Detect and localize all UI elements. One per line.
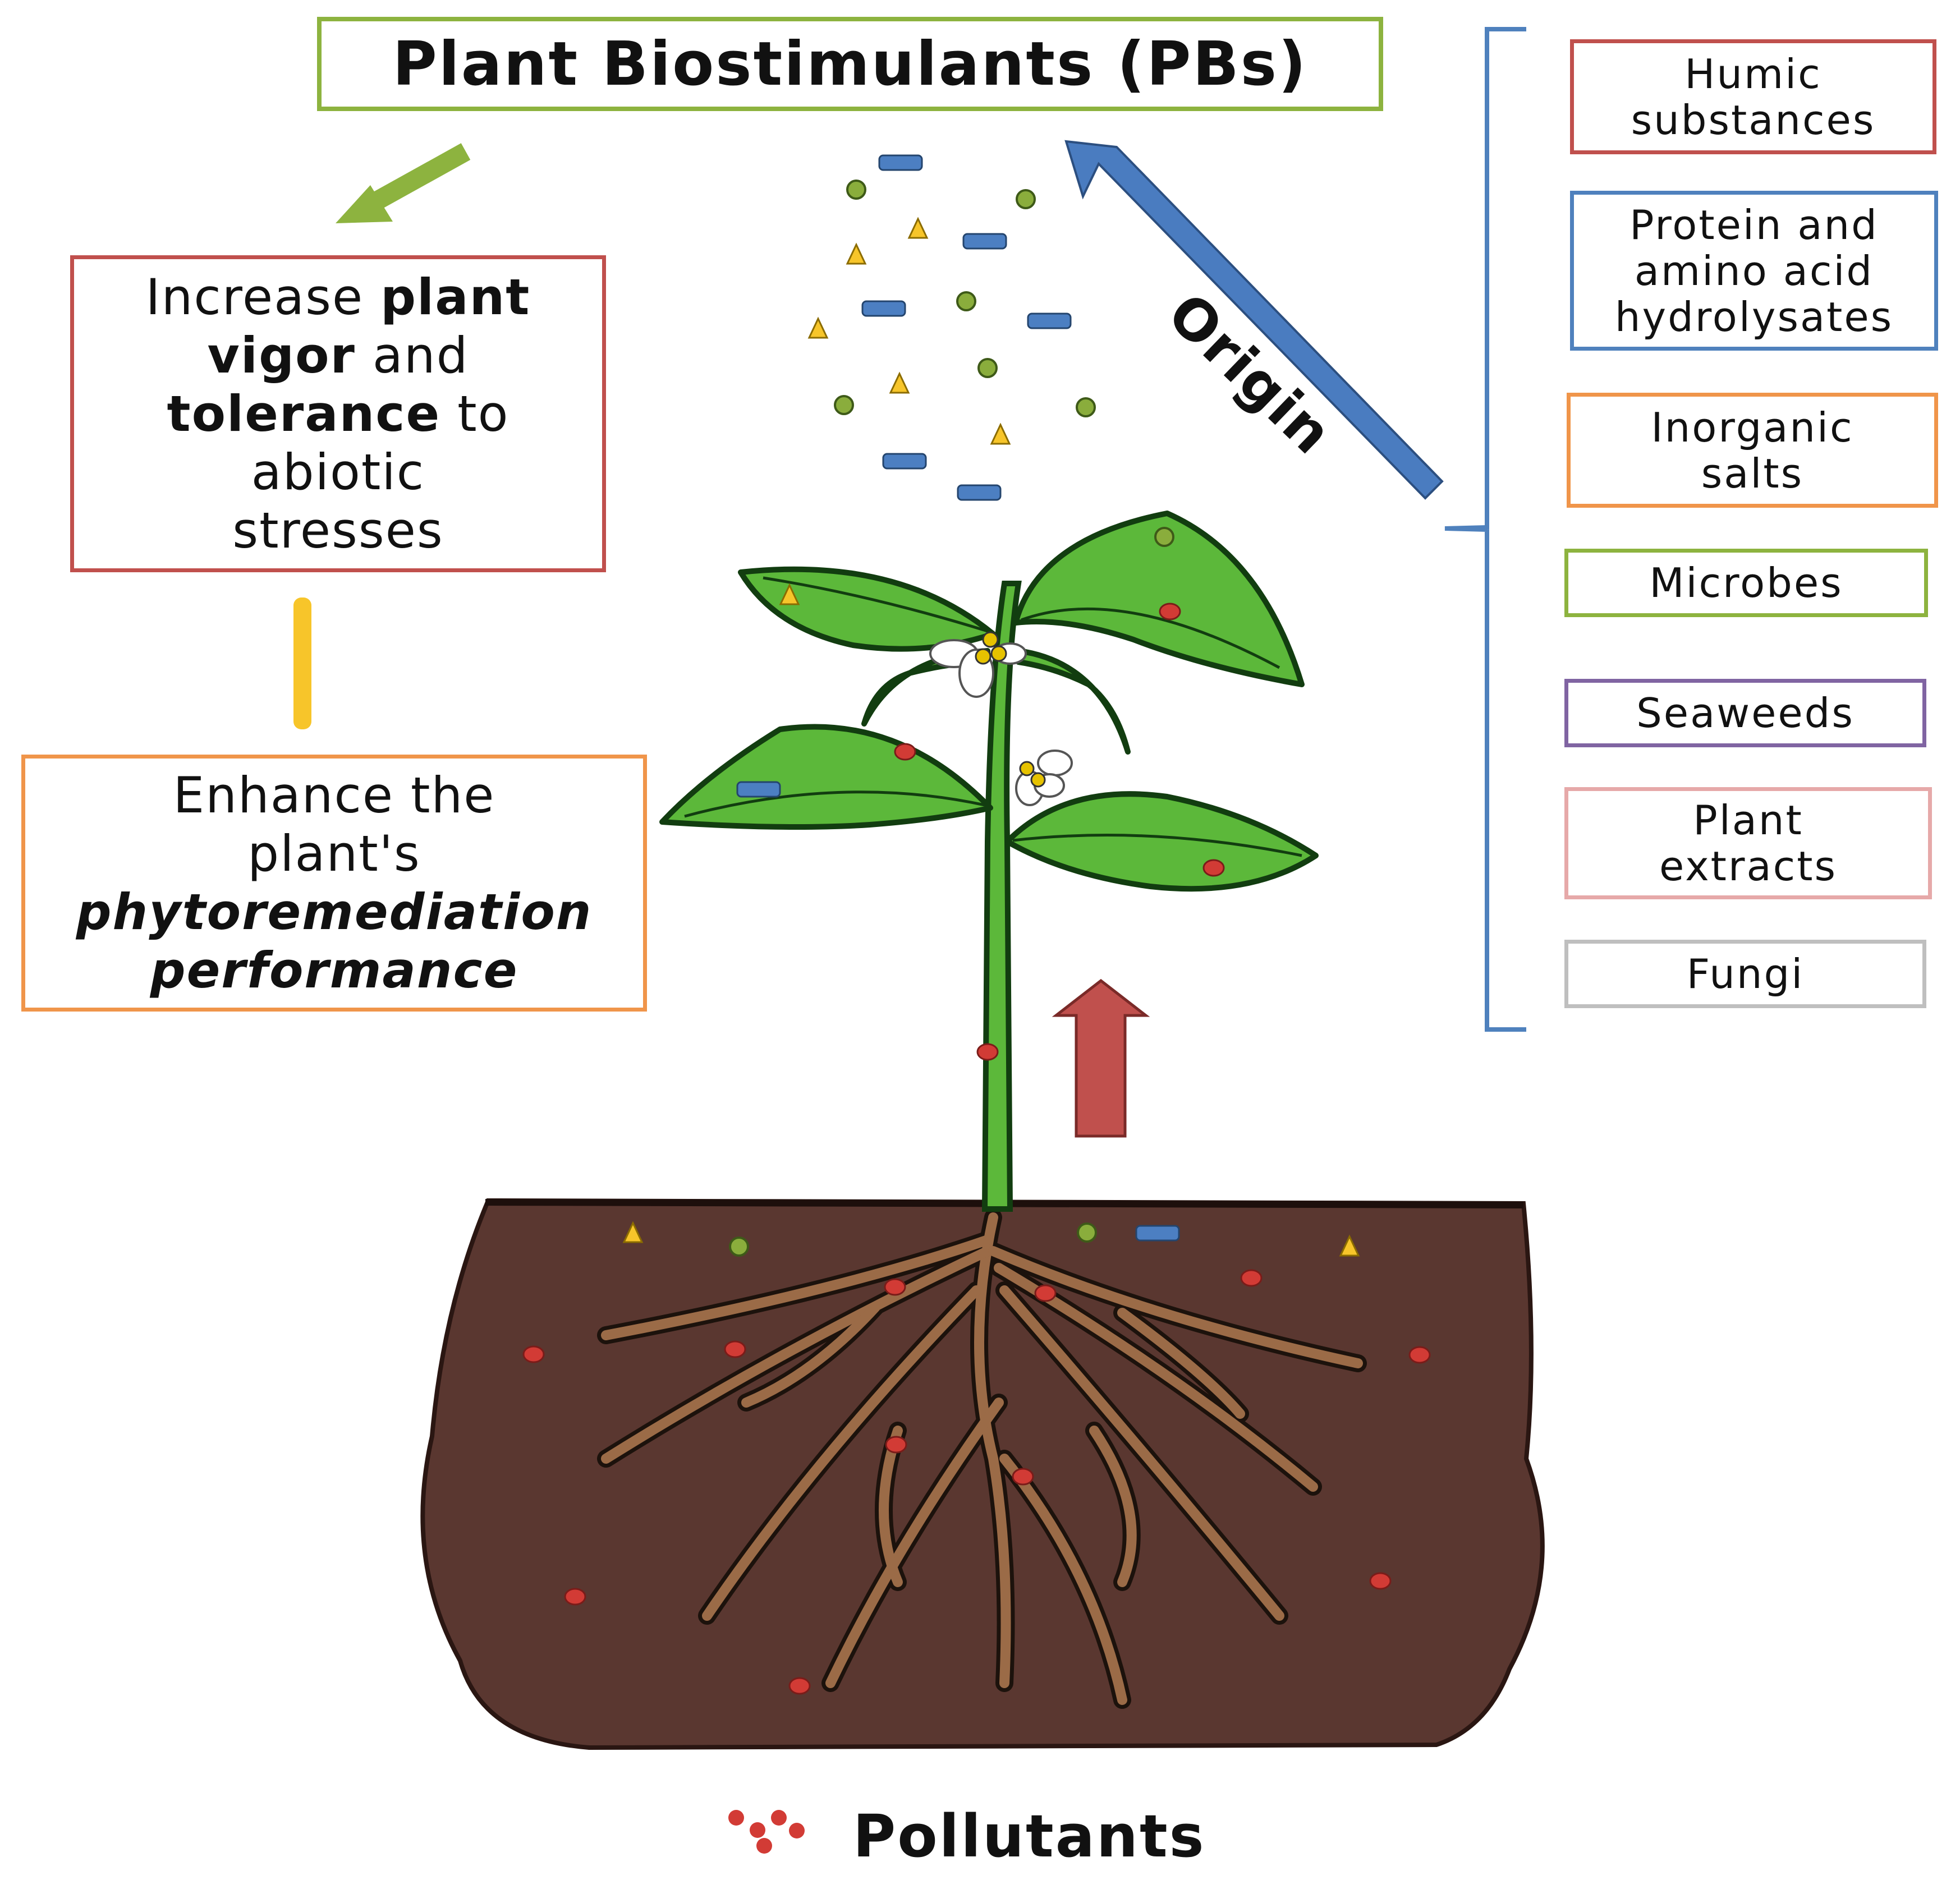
text-phytoremediation: phytoremediation	[76, 883, 593, 941]
source-protein-hydrolysates: Protein and amino acid hydrolysates	[1570, 191, 1938, 351]
particle-inorganic	[846, 242, 867, 265]
source-seaweeds: Seaweeds	[1564, 679, 1926, 747]
phytoremediation-text: Enhance the plant's phytoremediation per…	[76, 766, 593, 1000]
particle-microbe	[1076, 397, 1096, 417]
title-box: Plant Biostimulants (PBs)	[317, 17, 1383, 111]
source-inorganic-salts: Inorganic salts	[1567, 393, 1938, 508]
text-and: and	[355, 326, 469, 384]
particle-inorganic	[1339, 1234, 1360, 1257]
sources-bracket	[1444, 27, 1526, 1032]
particle-inorganic	[779, 583, 800, 605]
pollutant-particle	[1012, 1468, 1034, 1486]
green-arrow	[336, 143, 471, 223]
pollutant-particle	[885, 1436, 907, 1454]
particle-microbe	[956, 291, 976, 311]
particle-inorganic	[907, 217, 929, 239]
pollutant-particle	[724, 1340, 746, 1358]
particle-protein	[861, 300, 906, 317]
pollutants-legend-icon	[728, 1810, 805, 1854]
diagram-title: Plant Biostimulants (PBs)	[392, 29, 1308, 99]
particle-inorganic	[622, 1221, 644, 1243]
particle-microbe	[1154, 527, 1174, 547]
vigor-tolerance-text: Increase plant vigor and tolerance to ab…	[146, 268, 531, 560]
particle-protein	[1027, 312, 1072, 329]
pollutant-particle	[1240, 1269, 1263, 1287]
pollutant-particle	[1202, 859, 1225, 877]
particle-inorganic	[889, 371, 910, 394]
flower-lower	[1015, 750, 1073, 806]
text-plant: plant	[380, 268, 531, 326]
source-humic-substances: Humic substances	[1570, 39, 1936, 154]
pollutants-label: Pollutants	[853, 1802, 1206, 1870]
flower-upper	[929, 631, 1027, 698]
phytoremediation-box: Enhance the plant's phytoremediation per…	[21, 755, 647, 1012]
particle-microbe	[1077, 1222, 1097, 1243]
text-vigor: vigor	[207, 326, 356, 384]
particle-microbe	[977, 358, 998, 378]
particle-protein	[736, 781, 781, 798]
uptake-arrow	[1052, 978, 1150, 1138]
roots	[597, 1208, 1367, 1709]
particle-microbe	[846, 180, 866, 200]
pollutant-particle	[1369, 1572, 1392, 1590]
particle-protein	[957, 484, 1002, 501]
text-plants: plant's	[247, 825, 421, 882]
source-microbes: Microbes	[1564, 549, 1928, 617]
text-tolerance: tolerance	[167, 384, 441, 443]
yellow-arrow	[293, 597, 311, 729]
pollutant-particle	[976, 1043, 999, 1061]
particle-microbe	[729, 1237, 749, 1257]
text-stresses: stresses	[232, 501, 444, 559]
pollutant-particle	[1408, 1346, 1431, 1364]
text-performance: performance	[150, 941, 518, 999]
origin-arrow	[1064, 140, 1444, 500]
pollutant-particle	[884, 1278, 906, 1296]
particle-microbe	[1016, 189, 1036, 209]
text-enhance-the: Enhance the	[173, 766, 495, 824]
particle-microbe	[834, 395, 854, 415]
pollutant-particle	[564, 1588, 586, 1606]
source-fungi: Fungi	[1564, 940, 1926, 1008]
particle-protein	[878, 154, 923, 171]
pollutant-particle	[522, 1345, 545, 1363]
vigor-tolerance-box: Increase plant vigor and tolerance to ab…	[70, 255, 606, 572]
text-increase: Increase	[145, 268, 381, 326]
pollutant-particle	[1159, 603, 1181, 620]
source-plant-extracts: Plant extracts	[1564, 787, 1932, 899]
pollutant-particle	[788, 1677, 811, 1695]
particle-inorganic	[807, 316, 829, 339]
pollutant-particle	[894, 743, 916, 761]
particle-protein	[962, 233, 1007, 250]
particle-inorganic	[990, 422, 1011, 445]
text-abiotic: abiotic	[251, 443, 425, 501]
text-to: to	[440, 384, 509, 443]
leaf-veins	[684, 576, 1302, 857]
particle-protein	[882, 453, 927, 470]
particle-protein	[1135, 1225, 1180, 1242]
pollutant-particle	[1034, 1284, 1057, 1302]
